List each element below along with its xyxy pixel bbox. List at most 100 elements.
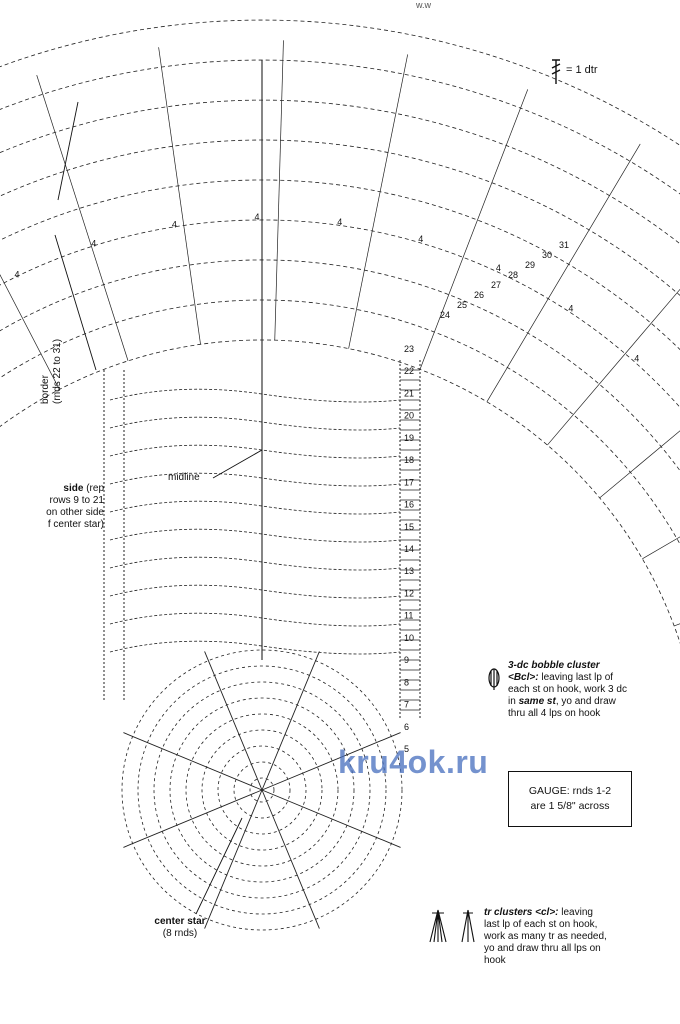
side-label-line4: f center star) bbox=[47, 519, 104, 530]
border-spoke bbox=[486, 143, 641, 402]
center-star-spoke bbox=[204, 789, 263, 929]
round-number: 17 bbox=[404, 477, 414, 487]
round-number: 30 bbox=[542, 250, 552, 260]
round-number: 23 bbox=[404, 344, 414, 354]
border-spoke bbox=[642, 536, 680, 560]
border-spoke bbox=[419, 89, 529, 370]
top-marker: w.w bbox=[416, 0, 432, 10]
border-label: border (rnds 22 to 31) bbox=[6, 168, 116, 404]
border-arc bbox=[0, 19, 680, 146]
cluster-count-mark: 4 bbox=[496, 263, 501, 273]
center-star-label: center star (8 rnds) bbox=[145, 916, 215, 940]
center-star-round bbox=[121, 649, 403, 931]
center-star-round bbox=[169, 697, 355, 883]
round-number: 18 bbox=[404, 455, 414, 465]
gauge-box: GAUGE: rnds 1-2 are 1 5/8" across bbox=[508, 771, 632, 827]
tr-cluster-text4: yo and draw thru all lps on bbox=[484, 943, 601, 954]
round-number: 13 bbox=[404, 566, 414, 576]
round-number: 14 bbox=[404, 544, 414, 554]
tr-cluster-icon bbox=[429, 909, 475, 943]
side-mesh-row bbox=[109, 612, 401, 627]
round-number: 8 bbox=[404, 677, 409, 687]
border-spoke bbox=[274, 40, 284, 341]
border-label-line1: border bbox=[40, 375, 51, 404]
center-star-round bbox=[217, 745, 307, 835]
gauge-line1: GAUGE: rnds 1-2 bbox=[528, 785, 612, 797]
center-star-spoke bbox=[261, 732, 401, 791]
bobble-cluster-legend: 3-dc bobble cluster <Bcl>: leaving last … bbox=[508, 660, 648, 720]
side-mesh-row bbox=[109, 472, 401, 487]
center-star-round bbox=[153, 681, 371, 899]
border-spoke bbox=[348, 54, 409, 349]
cluster-count-mark: 4 bbox=[255, 212, 260, 222]
side-label-rest: (rep bbox=[83, 483, 104, 494]
midline-label: midline bbox=[168, 472, 200, 483]
bobble-text3b: same st bbox=[518, 696, 556, 707]
center-star-round bbox=[249, 777, 275, 803]
center-star-spoke bbox=[261, 789, 401, 848]
round-number: 24 bbox=[440, 310, 450, 320]
side-mesh-row bbox=[109, 416, 401, 431]
side-mesh-row bbox=[109, 528, 401, 543]
border-arc bbox=[0, 99, 680, 245]
bobble-text1: leaving last lp of bbox=[538, 672, 614, 683]
center-star-title: center star bbox=[154, 916, 206, 927]
border-spoke bbox=[674, 623, 680, 627]
border-spoke bbox=[158, 47, 201, 345]
cluster-count-mark: 4 bbox=[568, 303, 573, 313]
tr-cluster-legend: tr clusters <cl>: leaving last lp of eac… bbox=[484, 907, 634, 967]
cluster-count-mark: 4 bbox=[418, 234, 423, 244]
tr-cluster-text3: work as many tr as needed, bbox=[484, 931, 607, 942]
center-star-rounds: (8 rnds) bbox=[162, 928, 198, 939]
round-number: 10 bbox=[404, 633, 414, 643]
round-number: 5 bbox=[404, 744, 409, 754]
bobble-cluster-icon bbox=[488, 668, 500, 690]
gauge-line2: are 1 5/8" across bbox=[530, 800, 610, 812]
tr-cluster-text5: hook bbox=[484, 955, 506, 966]
pointer-lines bbox=[54, 101, 263, 915]
round-number: 28 bbox=[508, 270, 518, 280]
round-number: 16 bbox=[404, 500, 414, 510]
border-spoke bbox=[0, 274, 60, 390]
side-mesh-row bbox=[109, 584, 401, 599]
side-mesh-row bbox=[109, 640, 401, 655]
round-number: 31 bbox=[559, 240, 569, 250]
side-label-line3: on other side bbox=[46, 507, 104, 518]
round-number: 26 bbox=[474, 290, 484, 300]
side-mesh-row bbox=[109, 556, 401, 571]
border-arc bbox=[0, 179, 680, 351]
round-number: 27 bbox=[491, 280, 501, 290]
tr-cluster-title: tr clusters <cl>: bbox=[484, 907, 559, 918]
center-star-round bbox=[233, 761, 291, 819]
border-arc bbox=[0, 299, 680, 546]
center-star-spoke bbox=[261, 789, 320, 929]
round-number: 19 bbox=[404, 433, 414, 443]
double-treble-symbol-icon bbox=[551, 59, 561, 84]
bobble-title: 3-dc bobble cluster bbox=[508, 660, 600, 671]
border-spoke bbox=[547, 288, 680, 446]
cluster-count-mark: 4 bbox=[15, 270, 20, 280]
round-number: 29 bbox=[525, 260, 535, 270]
round-number-labels: 5678910111213141516171819202122232425262… bbox=[15, 212, 640, 754]
cluster-count-mark: 4 bbox=[337, 217, 342, 227]
bobble-text3c: , yo and draw bbox=[555, 696, 616, 707]
bobble-text2: each st on hook, work 3 dc bbox=[508, 684, 627, 695]
center-star-spoke bbox=[123, 732, 263, 791]
watermark: kru4ok.ru bbox=[338, 744, 489, 780]
cluster-count-mark: 4 bbox=[172, 219, 177, 229]
tr-cluster-text1: leaving bbox=[558, 907, 593, 918]
round-number: 7 bbox=[404, 700, 409, 710]
round-number: 22 bbox=[404, 366, 414, 376]
bobble-text3a: in bbox=[508, 696, 519, 707]
center-star-spoke bbox=[261, 651, 320, 791]
side-mesh-row bbox=[109, 444, 401, 459]
border-spoke bbox=[36, 75, 129, 361]
side-mesh-row bbox=[109, 388, 401, 403]
round-number: 6 bbox=[404, 722, 409, 732]
center-star-spoke bbox=[204, 651, 263, 791]
side-label-title: side bbox=[63, 483, 84, 494]
center-star-round bbox=[201, 729, 323, 851]
bobble-text4: thru all 4 lps on hook bbox=[508, 708, 601, 719]
bobble-abbr: <Bcl>: bbox=[508, 672, 539, 683]
